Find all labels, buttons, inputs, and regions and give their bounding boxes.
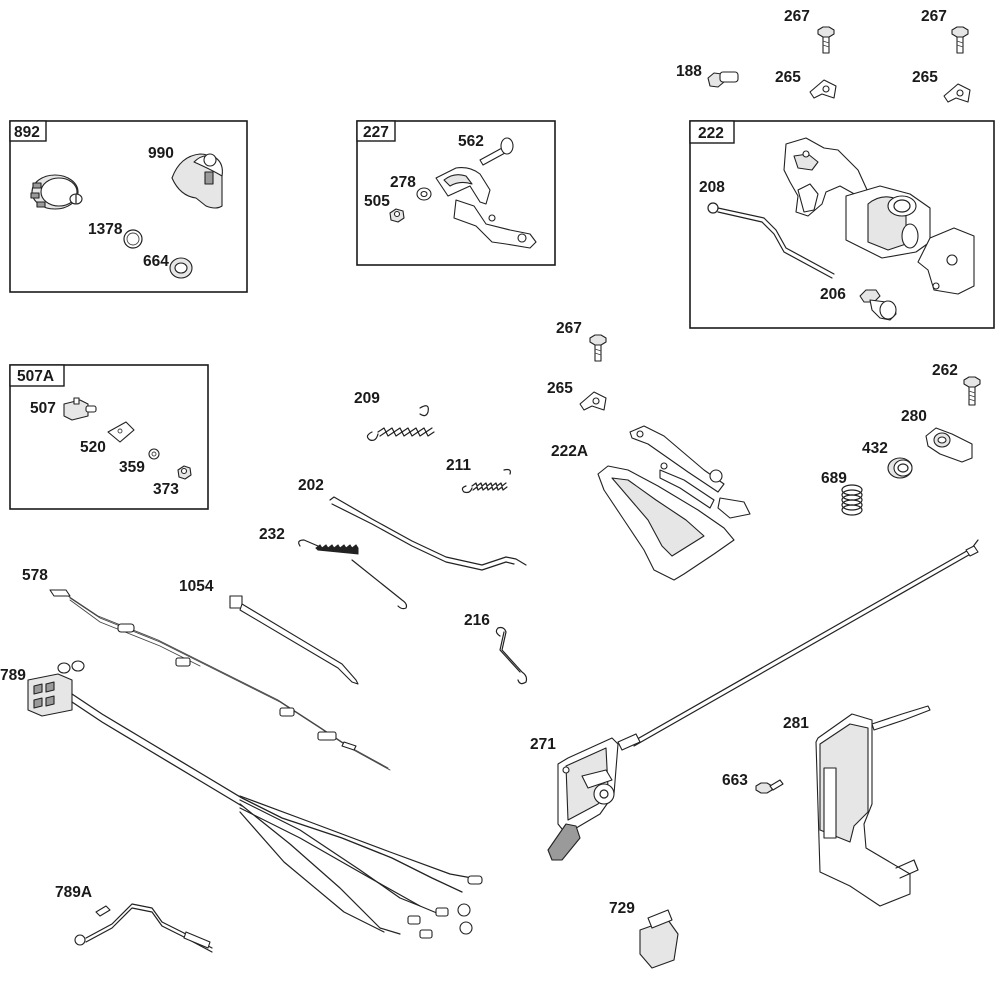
- label-222A: 222A: [551, 443, 588, 460]
- part-789A-ground-wire: [74, 903, 213, 953]
- part-227-bracket: [435, 167, 537, 249]
- label-373: 373: [153, 481, 179, 498]
- part-373-nut: [177, 465, 192, 480]
- group-label-227: 227: [363, 124, 389, 141]
- label-663: 663: [722, 772, 748, 789]
- label-789: 789: [0, 667, 26, 684]
- label-520: 520: [80, 439, 106, 456]
- part-281-bracket: [815, 705, 931, 907]
- part-271-throttle-cable: [547, 539, 979, 861]
- part-206-shoulder-bolt: [859, 289, 897, 321]
- label-432: 432: [862, 440, 888, 457]
- label-505: 505: [364, 193, 390, 210]
- part-262-screw: [963, 376, 981, 406]
- part-789-main-harness: [27, 660, 483, 939]
- part-267-screw-top-right: [951, 26, 969, 54]
- label-211: 211: [446, 457, 471, 474]
- label-562: 562: [458, 133, 484, 150]
- group-box-222: 222: [689, 120, 995, 329]
- label-664: 664: [143, 253, 169, 270]
- part-208-linkage-rod: [707, 202, 835, 279]
- part-209-spring: [366, 405, 435, 441]
- part-520-bracket: [107, 421, 135, 443]
- part-578-wire-harness: [49, 589, 391, 771]
- label-265-top-right: 265: [912, 69, 938, 86]
- part-188-bolt: [707, 71, 739, 88]
- label-206: 206: [820, 286, 846, 303]
- label-990: 990: [148, 145, 174, 162]
- label-265-top-left: 265: [775, 69, 801, 86]
- label-1378: 1378: [88, 221, 123, 238]
- label-271: 271: [530, 736, 556, 753]
- part-211-spring: [461, 468, 511, 494]
- label-267-top-left: 267: [784, 8, 810, 25]
- part-265-clip-top-right: [943, 83, 971, 103]
- label-262: 262: [932, 362, 958, 379]
- label-278: 278: [390, 174, 416, 191]
- label-216: 216: [464, 612, 490, 629]
- label-232: 232: [259, 526, 285, 543]
- part-222-governor-assembly: [783, 137, 975, 295]
- part-267-screw-top-left: [817, 26, 835, 54]
- part-222A-control-bracket: [597, 425, 751, 581]
- part-216-link: [495, 626, 528, 685]
- part-265-clip-top-left: [809, 79, 837, 99]
- label-188: 188: [676, 63, 702, 80]
- group-box-227: 227: [356, 120, 556, 266]
- part-278-washer: [416, 187, 432, 201]
- label-507: 507: [30, 400, 56, 417]
- part-892-ignition-switch: [30, 174, 83, 210]
- part-1054-cable-tie: [229, 595, 359, 685]
- label-359: 359: [119, 459, 145, 476]
- part-990-key-switch-cover: [171, 153, 223, 209]
- label-789A: 789A: [55, 884, 92, 901]
- label-578: 578: [22, 567, 48, 584]
- group-label-507A: 507A: [17, 368, 54, 385]
- part-359-washer: [148, 448, 160, 460]
- part-562-shoulder-bolt: [479, 137, 514, 166]
- label-280: 280: [901, 408, 927, 425]
- label-208: 208: [699, 179, 725, 196]
- label-267-top-right: 267: [921, 8, 947, 25]
- part-729-cover: [639, 909, 679, 969]
- part-507-interlock-switch: [63, 397, 97, 421]
- label-267-mid: 267: [556, 320, 582, 337]
- group-label-892: 892: [14, 124, 40, 141]
- part-664-nut: [169, 257, 193, 279]
- part-663-screw: [755, 779, 784, 794]
- part-1378-retaining-ring: [123, 229, 143, 249]
- part-505-nut: [389, 208, 405, 223]
- part-232-spring-rod: [298, 539, 408, 610]
- label-281: 281: [783, 715, 809, 732]
- label-209: 209: [354, 390, 380, 407]
- group-label-222: 222: [698, 125, 724, 142]
- label-1054: 1054: [179, 578, 214, 595]
- part-267-screw-mid: [589, 334, 607, 362]
- label-202: 202: [298, 477, 324, 494]
- label-729: 729: [609, 900, 635, 917]
- group-box-507A: 507A: [9, 364, 209, 510]
- part-432-bushing: [887, 457, 913, 479]
- part-265-clip-mid: [579, 391, 607, 411]
- part-689-spring: [841, 484, 863, 516]
- part-280-bracket: [925, 427, 973, 463]
- group-box-892: 892: [9, 120, 248, 293]
- label-265-mid: 265: [547, 380, 573, 397]
- part-202-rod: [329, 496, 527, 571]
- label-689: 689: [821, 470, 847, 487]
